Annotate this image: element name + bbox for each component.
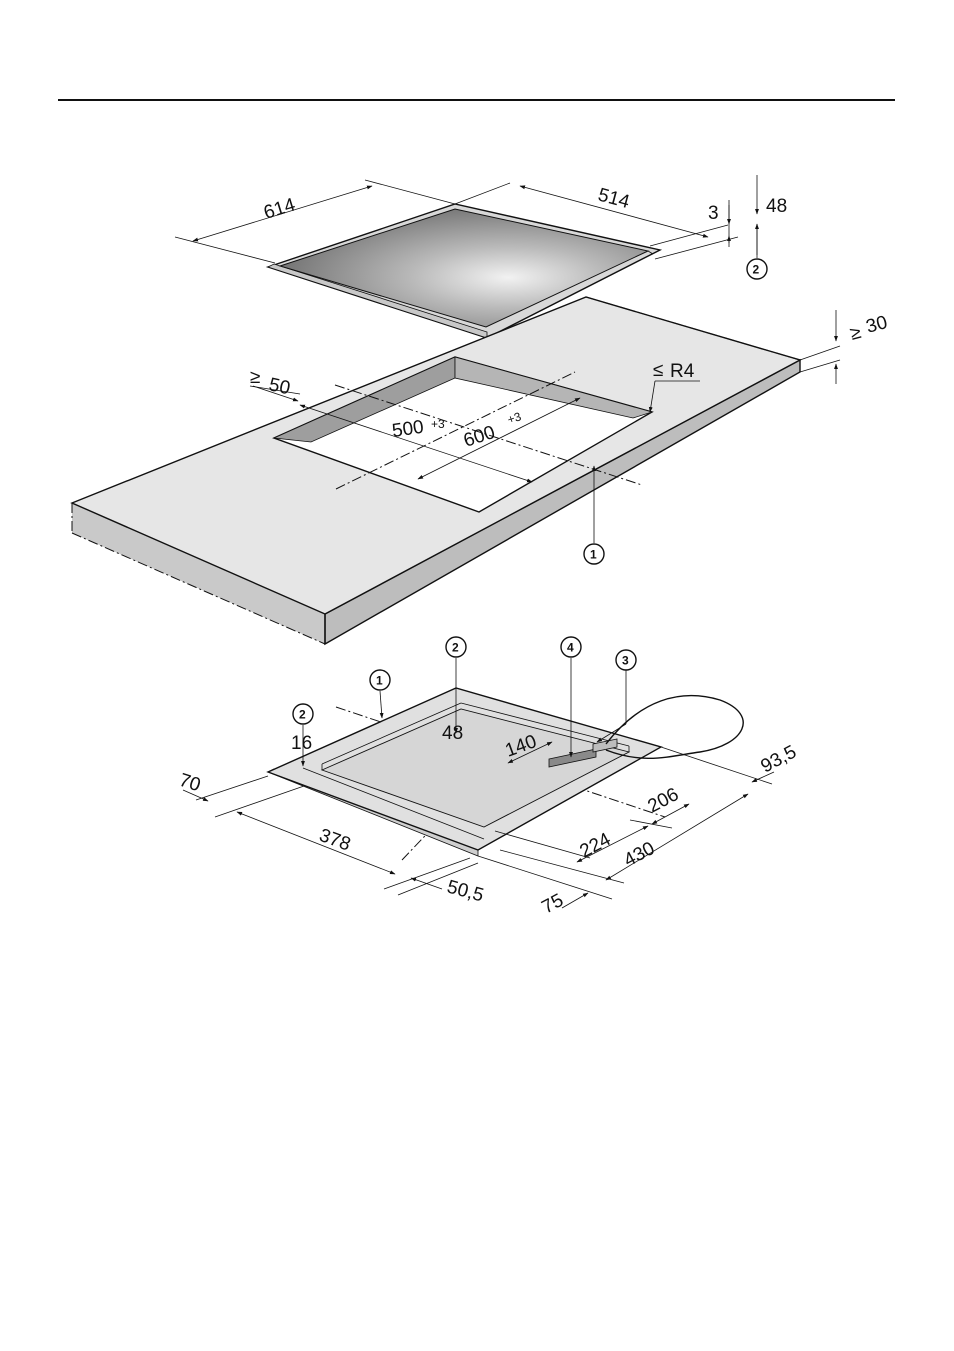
dim-bottom-93-5: 93,5 — [757, 742, 800, 778]
callout-bottom-1: 1 — [376, 674, 383, 688]
callout-bottom-2a: 2 — [452, 641, 459, 655]
sym-lte-r4: ≤ — [653, 360, 663, 381]
worktop-view: 500 +3 600 +3 ≥ 50 ≤ R4 ≥ 30 1 — [72, 297, 890, 644]
sym-gte-30: ≥ — [848, 322, 864, 345]
dim-cutout-depth: 500 — [391, 417, 425, 442]
hob-top-view: 614 514 3 48 2 — [175, 175, 787, 338]
dim-hob-width: 614 — [261, 194, 298, 223]
dim-bottom-430: 430 — [620, 838, 658, 871]
dim-bottom-70: 70 — [176, 770, 203, 797]
callout-bottom-3: 3 — [622, 654, 629, 668]
callout-bottom-2b: 2 — [299, 708, 306, 722]
dim-edge-clearance: 50 — [267, 374, 292, 399]
dim-bottom-48: 48 — [442, 723, 463, 744]
dim-hob-height: 48 — [766, 196, 787, 217]
dim-bottom-224: 224 — [576, 829, 614, 863]
callout-bottom-4: 4 — [567, 641, 574, 655]
hob-bottom-view: 1 2 2 3 4 48 16 140 70 378 50,5 — [176, 637, 800, 918]
dim-bottom-16: 16 — [291, 733, 312, 754]
tol-cutout-depth: +3 — [431, 417, 445, 431]
callout-worktop-1: 1 — [590, 548, 597, 562]
dim-bottom-75: 75 — [538, 890, 567, 918]
dim-bottom-378: 378 — [316, 825, 353, 856]
dim-frame: 3 — [708, 203, 719, 224]
dim-worktop-thickness: 30 — [864, 312, 890, 338]
sym-gte-50: ≥ — [250, 367, 260, 388]
dim-hob-depth: 514 — [596, 185, 632, 214]
callout-top-2: 2 — [753, 263, 760, 277]
dim-corner-radius: R4 — [670, 361, 695, 382]
dim-bottom-50-5: 50,5 — [445, 877, 486, 907]
